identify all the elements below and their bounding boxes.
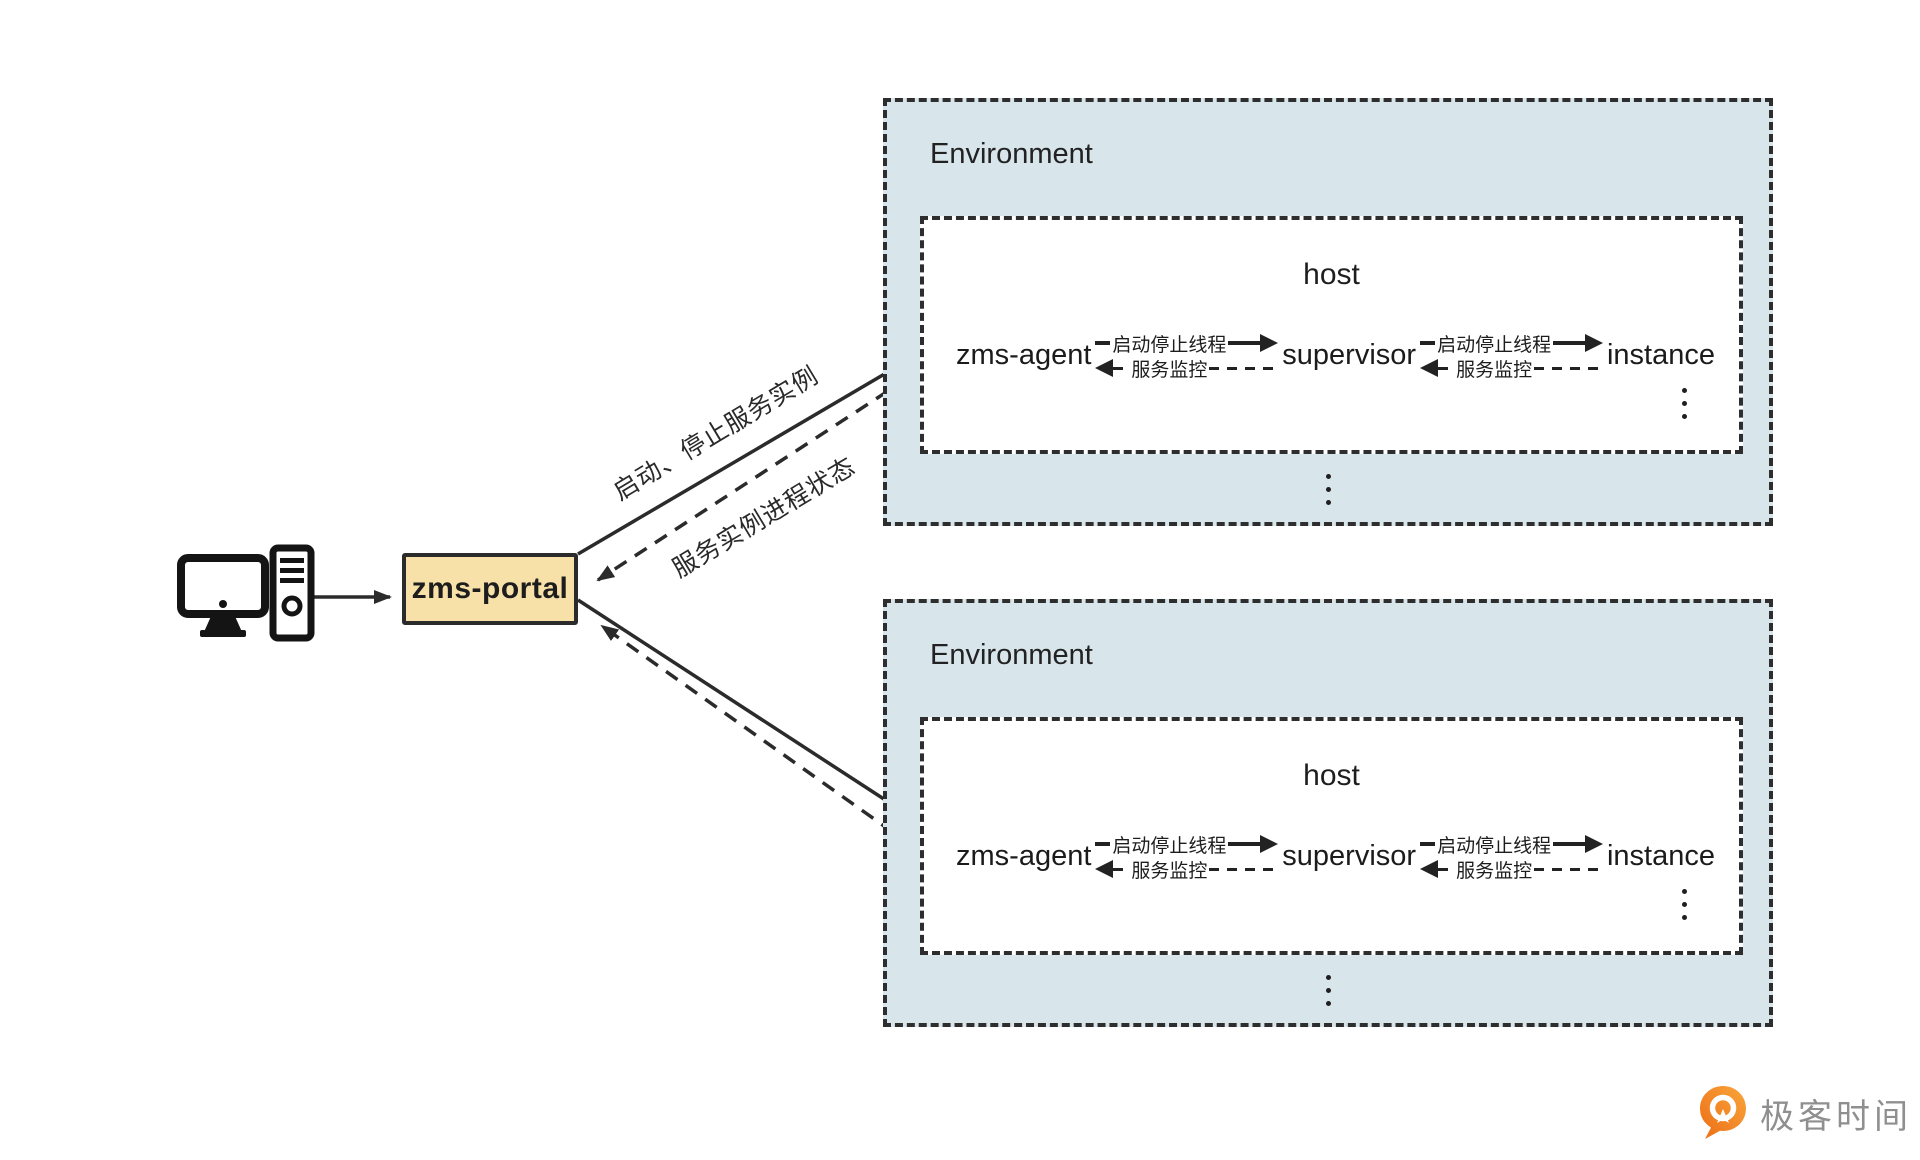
more-instances-dots xyxy=(1682,889,1687,920)
service-monitor-label: 服务监控 xyxy=(1456,359,1533,381)
arrowhead-left-icon xyxy=(1095,359,1114,377)
more-hosts-dots xyxy=(1323,474,1333,505)
zms-portal-node: zms-portal xyxy=(402,553,578,625)
zms-agent-node: zms-agent xyxy=(956,339,1092,371)
service-monitor-label: 服务监控 xyxy=(1456,860,1533,882)
instance-node: instance xyxy=(1606,840,1715,872)
host-title: host xyxy=(1303,258,1360,291)
environment-box-bottom: Environment host zms-agent 启动停止线程 服务监控 xyxy=(883,599,1773,1027)
forward-arrow: 启动停止线程 xyxy=(1420,332,1603,356)
service-instance-process-status-label: 服务实例进程状态 xyxy=(667,452,861,584)
host-title: host xyxy=(1303,759,1360,792)
supervisor-node: supervisor xyxy=(1282,840,1417,872)
back-arrow: 服务监控 xyxy=(1420,858,1603,882)
start-stop-thread-label: 启动停止线程 xyxy=(1112,835,1227,857)
start-stop-thread-label: 启动停止线程 xyxy=(1437,334,1552,356)
arrowhead-right-icon xyxy=(1584,334,1603,352)
host-box: host zms-agent 启动停止线程 服务监控 supervisor xyxy=(920,717,1743,955)
service-chain: zms-agent 启动停止线程 服务监控 supervisor xyxy=(956,833,1715,882)
start-stop-thread-label: 启动停止线程 xyxy=(1112,334,1227,356)
back-arrow: 服务监控 xyxy=(1095,858,1279,882)
forward-arrow: 启动停止线程 xyxy=(1095,833,1279,857)
service-monitor-label: 服务监控 xyxy=(1131,359,1208,381)
geektime-logo-text: 极客时间 xyxy=(1760,1097,1912,1136)
environment-title: Environment xyxy=(930,639,1093,671)
service-chain: zms-agent 启动停止线程 服务监控 supervisor xyxy=(956,332,1715,381)
arrowhead-left-icon xyxy=(1420,359,1439,377)
arrow-portal-to-env2-solid xyxy=(577,598,912,818)
environment-title: Environment xyxy=(930,138,1093,170)
environment-box-top: Environment host zms-agent 启动停止线程 服务监控 xyxy=(883,98,1773,526)
client-computer-icon xyxy=(176,544,316,644)
geektime-pin-icon xyxy=(1700,1086,1746,1139)
host-box: host zms-agent 启动停止线程 服务监控 supervisor xyxy=(920,216,1743,454)
geektime-logo: 极客时间 xyxy=(1698,1085,1912,1141)
supervisor-instance-link: 启动停止线程 服务监控 xyxy=(1420,332,1603,381)
agent-supervisor-link: 启动停止线程 服务监控 xyxy=(1095,332,1279,381)
forward-arrow: 启动停止线程 xyxy=(1420,833,1603,857)
more-hosts-dots xyxy=(1323,975,1333,1006)
agent-supervisor-link: 启动停止线程 服务监控 xyxy=(1095,833,1279,882)
arrowhead-right-icon xyxy=(1260,334,1279,352)
back-arrow: 服务监控 xyxy=(1420,357,1603,381)
start-stop-thread-label: 启动停止线程 xyxy=(1437,835,1552,857)
arrowhead-right-icon xyxy=(1584,835,1603,853)
service-monitor-label: 服务监控 xyxy=(1131,860,1208,882)
arrowhead-left-icon xyxy=(1420,860,1439,878)
arrowhead-right-icon xyxy=(1260,835,1279,853)
supervisor-instance-link: 启动停止线程 服务监控 xyxy=(1420,833,1603,882)
supervisor-node: supervisor xyxy=(1282,339,1417,371)
arrowhead-left-icon xyxy=(1095,860,1114,878)
more-instances-dots xyxy=(1682,388,1687,419)
back-arrow: 服务监控 xyxy=(1095,357,1279,381)
zms-portal-label: zms-portal xyxy=(411,572,569,605)
zms-agent-node: zms-agent xyxy=(956,840,1092,872)
instance-node: instance xyxy=(1606,339,1715,371)
forward-arrow: 启动停止线程 xyxy=(1095,332,1279,356)
